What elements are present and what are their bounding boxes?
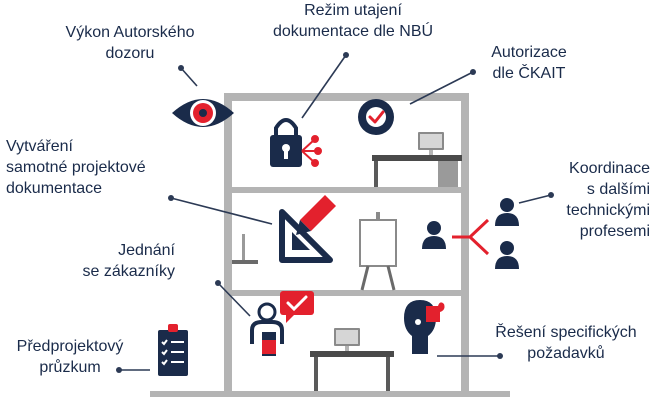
eye-icon: [172, 99, 234, 127]
label-line: Předprojektový: [16, 338, 124, 355]
desk-monitor-bottom: [310, 328, 394, 391]
connector-lines: [119, 54, 552, 371]
building-frame: [150, 93, 510, 397]
desk-monitor-top: [372, 132, 462, 187]
label-vytvareni: Vytváření samotné projektové dokumentace: [6, 136, 176, 199]
label-line: s dalšími: [586, 181, 650, 198]
label-koordinace: Koordinace s dalšími technickými profese…: [530, 158, 650, 242]
easel-icon: [359, 212, 397, 291]
label-line: dokumentace dle NBÚ: [272, 23, 434, 40]
label-reseni: Řešení specifických požadavků: [480, 322, 652, 364]
head-puzzle-icon: [404, 300, 445, 354]
label-line: Řešení specifických: [495, 324, 637, 341]
clipboard-checklist-icon: [158, 324, 188, 376]
lamp-icon: [232, 234, 258, 264]
label-line: průzkum: [39, 359, 101, 376]
connector-jednani: [217, 282, 251, 317]
label-predprojektovy: Předprojektový průzkum: [0, 336, 140, 378]
label-line: dle ČKAIT: [492, 65, 566, 82]
connector-autorsky-dozor: [180, 67, 198, 87]
people-coordination-icon: [422, 198, 519, 269]
connector-vytvareni: [170, 197, 273, 225]
label-line: Výkon Autorského: [65, 24, 195, 41]
label-line: Režim utajení: [304, 2, 402, 19]
ruler-pencil-icon: [279, 195, 336, 263]
label-line: dokumentace: [6, 180, 103, 197]
label-autorizace: Autorizace dle ČKAIT: [474, 42, 584, 84]
connector-dots: [116, 52, 554, 373]
label-line: Vytváření: [6, 138, 73, 155]
label-line: profesemi: [579, 223, 650, 240]
label-autorsky-dozor: Výkon Autorského dozoru: [50, 22, 210, 64]
label-line: samotné projektové: [6, 159, 146, 176]
label-line: požadavků: [527, 345, 605, 362]
customer-chat-icon: [250, 291, 314, 356]
connector-rezim-utajeni: [301, 54, 347, 119]
connector-koordinace: [518, 194, 552, 204]
label-line: Jednání: [118, 242, 175, 259]
label-line: Autorizace: [491, 44, 567, 61]
label-line: se zákazníky: [82, 263, 175, 280]
label-line: dozoru: [105, 45, 155, 62]
label-line: technickými: [566, 202, 650, 219]
label-jednani: Jednání se zákazníky: [60, 240, 175, 282]
lock-icon: [270, 118, 322, 167]
check-badge-icon: [358, 99, 394, 135]
connector-autorizace: [409, 71, 474, 105]
label-rezim-utajeni: Režim utajení dokumentace dle NBÚ: [248, 0, 458, 42]
label-line: Koordinace: [569, 160, 650, 177]
